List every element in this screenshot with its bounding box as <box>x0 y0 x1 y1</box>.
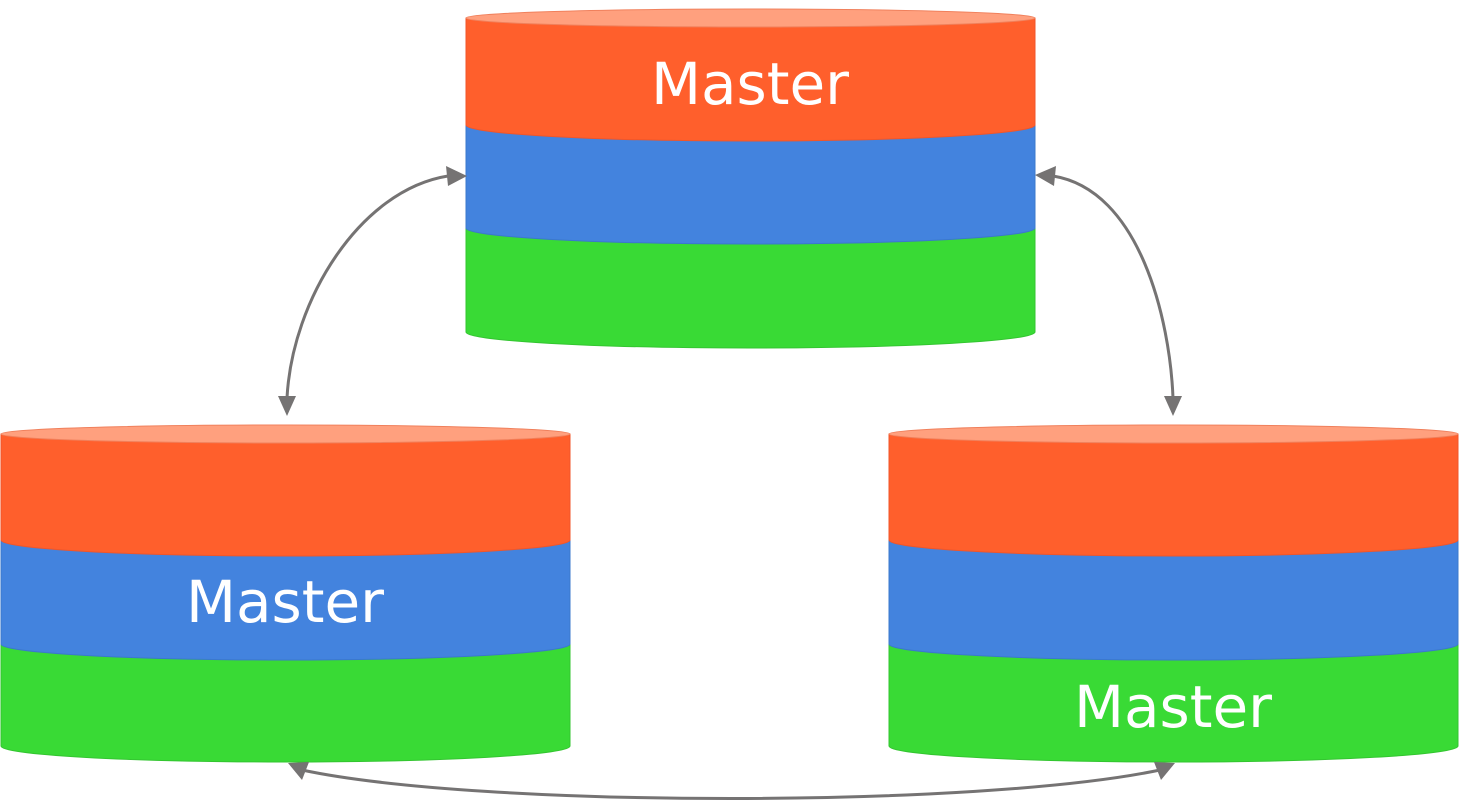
database-left-cap <box>0 424 571 444</box>
arrowhead-top-left-end-top <box>446 166 467 186</box>
database-right-layer-bottom <box>888 643 1459 763</box>
database-right-cap <box>888 424 1459 444</box>
database-top-layer-middle <box>465 124 1036 245</box>
arrowhead-top-left-end-left <box>278 396 296 416</box>
arrowhead-left-right-end-left <box>288 762 309 780</box>
database-right: Master <box>888 424 1459 763</box>
database-top-cap <box>465 8 1036 28</box>
database-left-layer-bottom <box>0 643 571 763</box>
connection-top-left <box>278 166 467 416</box>
database-left-layer-top <box>0 433 571 557</box>
database-left-label: Master <box>186 568 384 636</box>
arrowhead-left-right-end-right <box>1154 762 1175 780</box>
database-top-layer-top <box>465 17 1036 142</box>
database-top-label: Master <box>651 50 849 118</box>
connection-left-right <box>288 762 1175 800</box>
database-right-layer-top <box>888 433 1459 557</box>
arrowhead-top-right-end-top <box>1035 166 1056 186</box>
database-top-layer-bottom <box>465 227 1036 349</box>
arrowhead-top-right-end-right <box>1164 396 1182 416</box>
database-left-layer-middle <box>0 539 571 661</box>
database-left: Master <box>0 424 571 763</box>
connection-top-right <box>1035 166 1182 416</box>
database-right-label: Master <box>1074 673 1272 741</box>
database-right-layer-middle <box>888 539 1459 661</box>
database-top: Master <box>465 8 1036 349</box>
